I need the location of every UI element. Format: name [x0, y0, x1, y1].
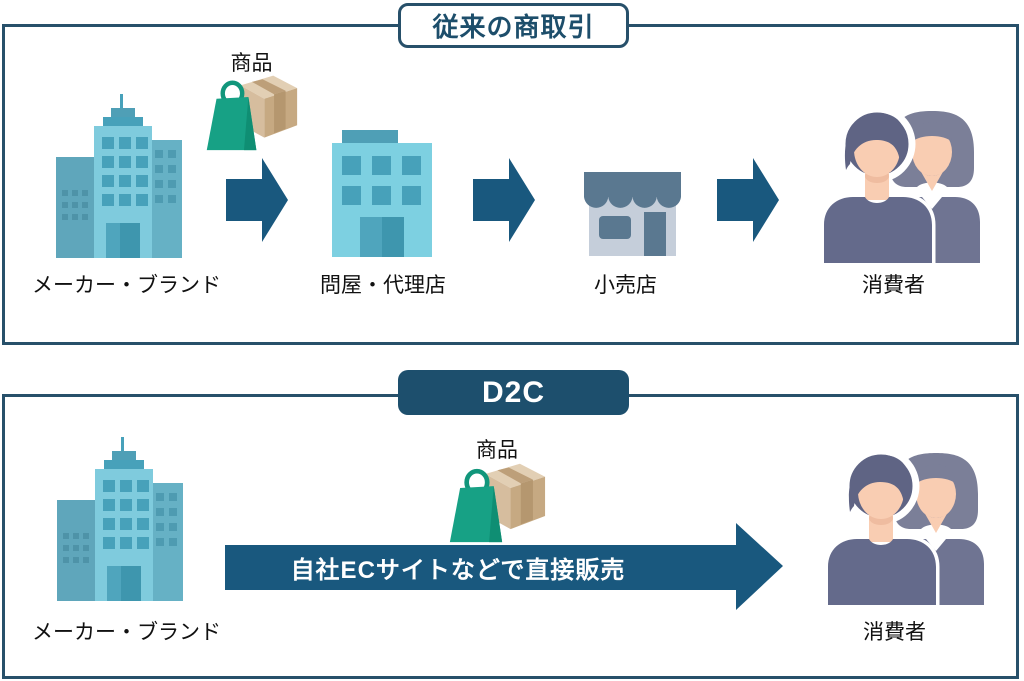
arrow-right-icon [226, 158, 288, 242]
goods-icon [205, 72, 298, 152]
maker-label: メーカー・ブランド [32, 621, 221, 644]
goods-label-traditional: 商品 [230, 52, 273, 75]
consumer-label: 消費者 [862, 274, 925, 297]
arrow-right-icon [473, 158, 535, 242]
retail-store-icon [584, 172, 681, 256]
arrow-right-icon [717, 158, 779, 242]
maker-building-icon [56, 94, 182, 258]
retailer-label: 小売店 [594, 274, 657, 297]
consumers-icon [824, 450, 984, 605]
maker-building-icon [57, 437, 183, 601]
traditional-commerce-title: 従来の商取引 [398, 3, 629, 48]
d2c-title: D2C [398, 370, 629, 415]
consumers-icon [820, 108, 980, 263]
direct-sales-arrow-label: 自社ECサイトなどで直接販売 [290, 557, 626, 584]
maker-label: メーカー・ブランド [32, 274, 221, 297]
wholesaler-building-icon [332, 130, 432, 257]
consumer-label: 消費者 [863, 621, 926, 644]
wholesaler-label: 問屋・代理店 [320, 274, 446, 297]
goods-label-d2c: 商品 [476, 439, 518, 462]
